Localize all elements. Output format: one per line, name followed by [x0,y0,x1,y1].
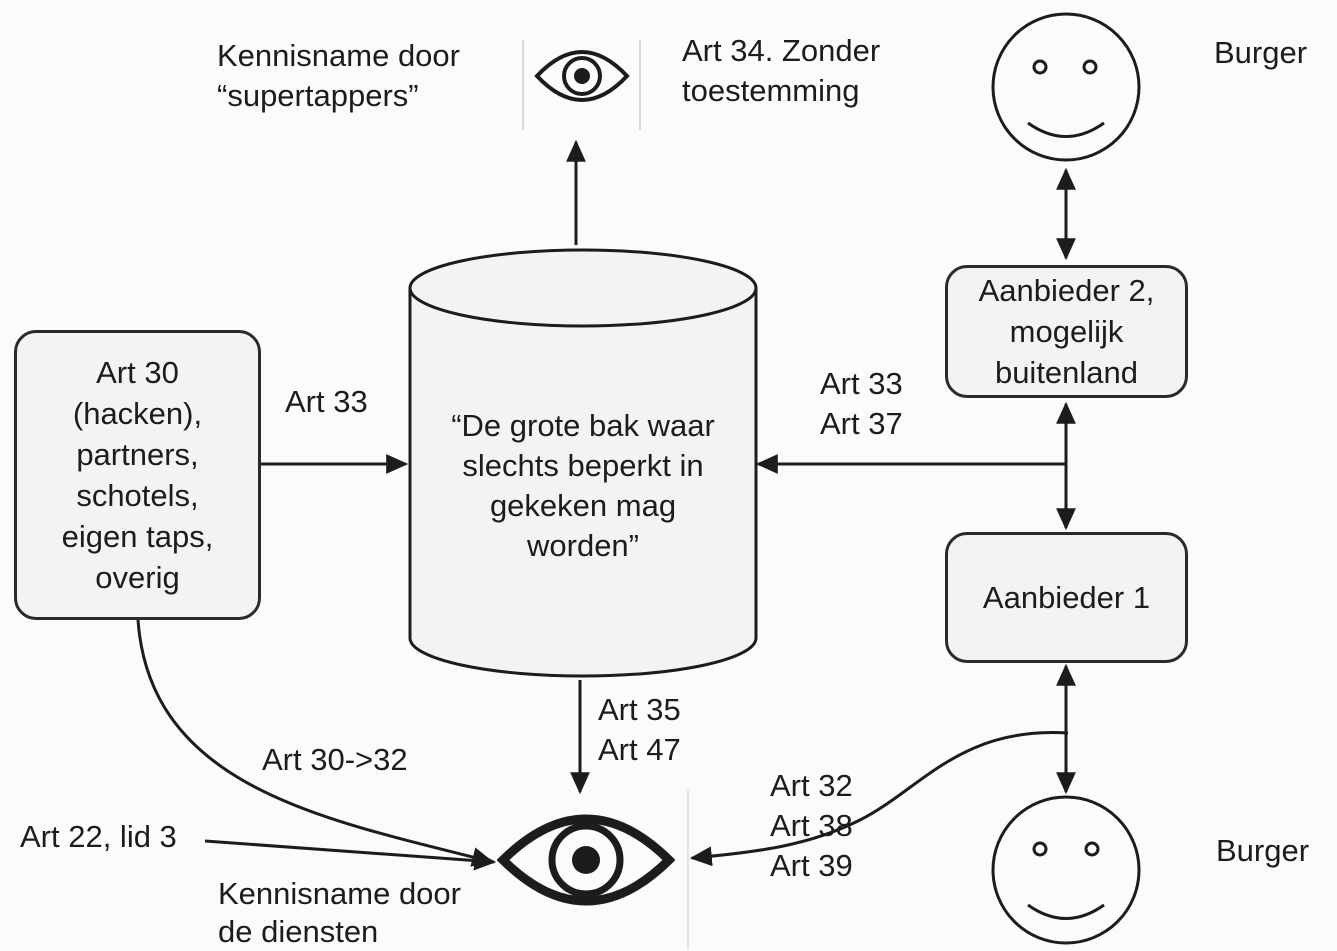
aanbieder-2-box: Aanbieder 2, mogelijk buitenland [945,265,1188,398]
smiley-face-icon [991,12,1141,162]
bottom-caption: Kennisname door de diensten [218,876,461,949]
burger-label-top: Burger [1214,35,1308,70]
burger-label-bottom: Burger [1216,833,1310,868]
art-33-37-label: Art 33 Art 37 [820,366,903,441]
aanbieder-1-box: Aanbieder 1 [945,532,1188,663]
eye-icon [534,50,630,102]
cylinder-text: “De grote bak waar slechts beperkt in ge… [451,408,715,563]
eye-icon [496,814,676,906]
source-box: Art 30 (hacken), partners, schotels, eig… [14,330,261,620]
art-33-label: Art 33 [285,384,368,419]
art-22-label: Art 22, lid 3 [20,819,177,854]
art-32-38-39-label: Art 32 Art 38 Art 39 [770,768,853,883]
curve-aanbieder1-to-bottom-eye [689,730,1069,867]
top-left-caption: Kennisname door “supertappers” [217,38,460,113]
arrow-art22-to-bottom-eye [204,839,497,871]
art-35-47-label: Art 35 Art 47 [598,692,681,767]
smiley-face-icon [991,795,1141,945]
top-right-caption: Art 34. Zonder toestemming [682,33,881,108]
database-cylinder [408,248,758,678]
art-30-32-label: Art 30->32 [262,742,408,777]
curve-left-box-to-bottom-eye [136,619,495,867]
